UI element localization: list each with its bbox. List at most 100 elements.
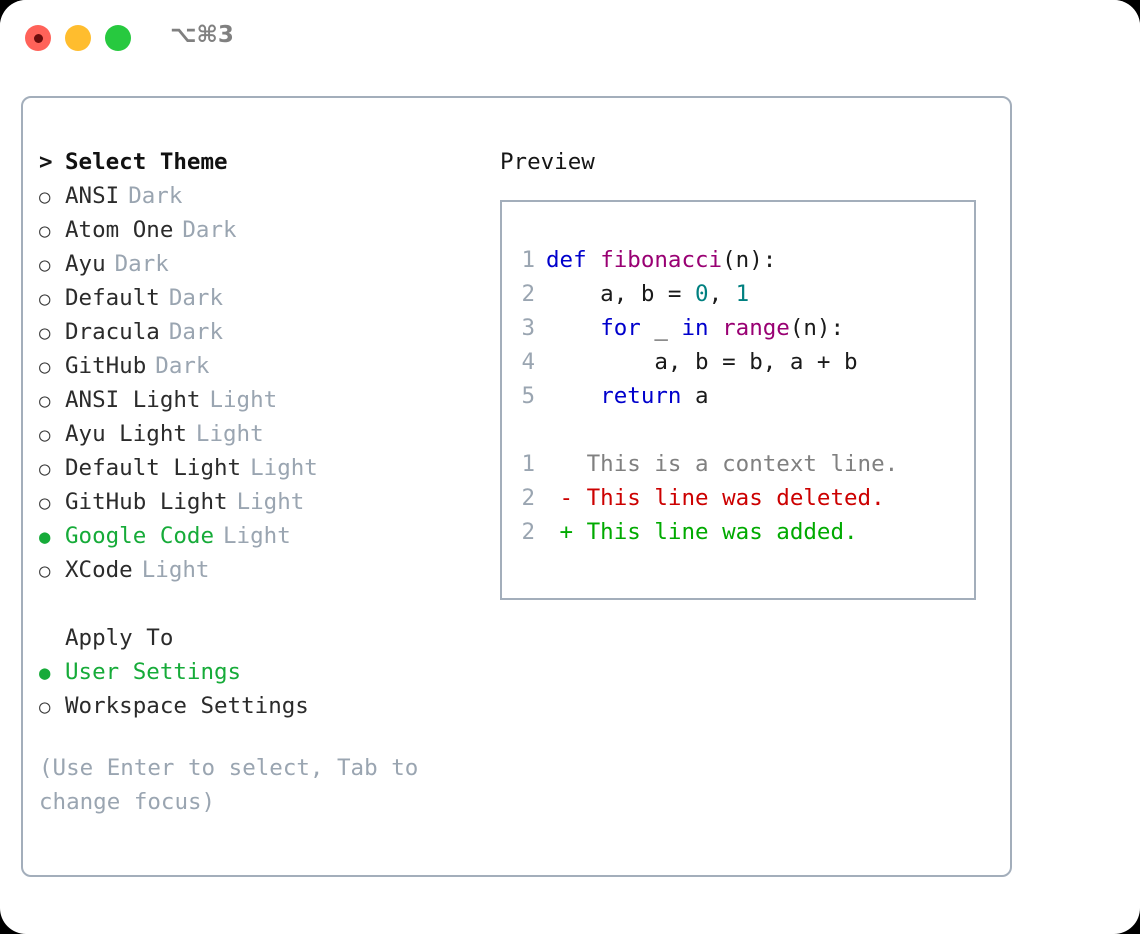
radio-unselected-icon[interactable]: ○ [39,424,51,446]
radio-unselected-icon[interactable]: ○ [39,288,51,310]
apply-to-options: ● User Settings ○ Workspace Settings [39,655,479,723]
theme-name: Default [65,285,160,311]
theme-name: Ayu [65,251,106,277]
radio-unselected-icon[interactable]: ○ [39,458,51,480]
theme-variant-tag: Dark [114,251,169,277]
theme-name: XCode [65,557,133,583]
code-token: a, b = [546,281,696,307]
radio-selected-icon[interactable]: ● [39,662,51,684]
theme-name: ANSI [65,183,120,209]
radio-unselected-icon[interactable]: ○ [39,560,51,582]
code-text: This is a context line. [546,447,899,481]
theme-name: Atom One [65,217,174,243]
theme-name: Google Code [65,523,215,549]
apply-to-title: Apply To [65,625,174,651]
code-token: in [681,315,709,341]
select-theme-title: Select Theme [65,149,228,175]
keyboard-shortcut-label: ⌥⌘3 [170,22,234,48]
apply-to-option-label: User Settings [65,659,242,685]
radio-unselected-icon[interactable]: ○ [39,696,51,718]
radio-unselected-icon[interactable]: ○ [39,254,51,276]
line-number: 2 [521,281,535,307]
minimize-window-icon[interactable] [65,25,91,51]
code-text: def fibonacci(n): [546,243,776,277]
radio-unselected-icon[interactable]: ○ [39,220,51,242]
code-text: a, b = b, a + b [546,345,857,379]
code-token [709,315,723,341]
theme-variant-tag: Dark [168,319,224,345]
apply-to-header: ○ Apply To [39,621,479,655]
list-spacer [39,587,479,621]
code-token: - This line was deleted. [546,485,885,511]
code-token: fibonacci [600,247,723,273]
radio-selected-icon[interactable]: ● [39,526,51,548]
code-token: This is a context line. [546,451,899,477]
theme-variant-tag: Light [195,421,264,447]
code-token: def [546,247,587,273]
theme-variant-tag: Dark [155,353,210,379]
zoom-window-icon[interactable] [105,25,131,51]
theme-variant-tag: Dark [168,285,224,311]
diff-sample: 1 This is a context line. 2 - This line w… [502,447,974,549]
apply-to-option-label: Workspace Settings [65,693,309,719]
theme-list-item[interactable]: ○ Dracula Dark [39,315,479,349]
code-diff-separator [502,413,974,447]
apply-to-option[interactable]: ● User Settings [39,655,479,689]
theme-variant-tag: Light [250,455,318,481]
code-token: for [600,315,641,341]
diff-line: 2 - This line was deleted. [502,481,974,515]
close-window-icon[interactable] [25,25,51,51]
apply-to-marker-placeholder: ○ [39,622,65,656]
theme-list-item[interactable]: ● Google Code Light [39,519,479,553]
select-theme-header: > Select Theme [39,145,479,179]
code-token: , [708,281,736,307]
title-bar: ⌥⌘3 [0,0,1140,78]
code-token [546,315,600,341]
code-token: + This line was added. [546,519,858,545]
theme-name: Dracula [65,319,160,345]
theme-list-item[interactable]: ○ Ayu Dark [39,247,479,281]
preview-label: Preview [500,149,595,175]
code-token: (n): [722,247,777,273]
radio-unselected-icon[interactable]: ○ [39,390,51,412]
keyboard-hint-text: (Use Enter to select, Tab to change focu… [39,755,419,815]
code-token: (n): [789,315,845,341]
code-token: return [600,383,682,409]
line-number: 2 [521,519,535,545]
theme-list-item[interactable]: ○ XCode Light [39,553,479,587]
code-token: a [681,383,709,409]
code-text: - This line was deleted. [546,481,885,515]
theme-list-item[interactable]: ○ Atom One Dark [39,213,479,247]
theme-variant-tag: Dark [182,217,237,243]
radio-unselected-icon[interactable]: ○ [39,322,51,344]
code-text: for _ in range(n): [546,311,844,345]
radio-unselected-icon[interactable]: ○ [39,356,51,378]
theme-variant-tag: Light [223,523,291,549]
code-token: 0 [695,281,709,307]
theme-variant-tag: Light [209,387,278,413]
caret-icon: > [39,149,53,175]
line-number: 1 [521,451,535,477]
line-number: 4 [521,349,535,375]
code-token [587,247,601,273]
window-controls [25,25,131,51]
line-number: 5 [521,383,535,409]
theme-variant-tag: Light [141,557,210,583]
radio-unselected-icon[interactable]: ○ [39,492,51,514]
radio-unselected-icon[interactable]: ○ [39,186,51,208]
apply-to-option[interactable]: ○ Workspace Settings [39,689,479,723]
theme-list-item[interactable]: ○ Default Dark [39,281,479,315]
